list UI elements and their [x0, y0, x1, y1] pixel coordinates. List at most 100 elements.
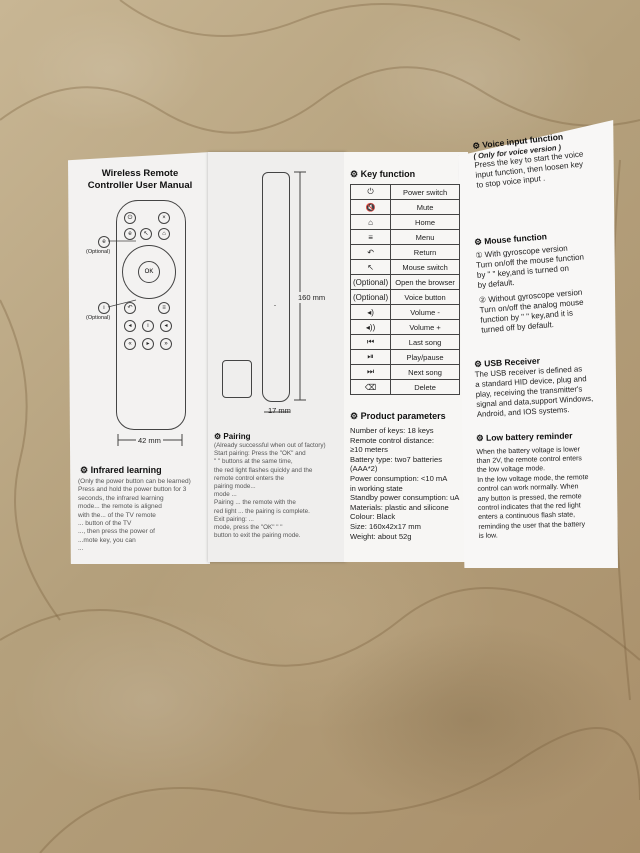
manual-panel-side-view [208, 152, 346, 562]
return-icon: ↶ [124, 302, 136, 314]
key-label: Mute [390, 199, 460, 215]
param-line: in working state [350, 483, 403, 493]
key-row: ◂)Volume - [349, 304, 460, 320]
key-label: Volume + [390, 319, 460, 335]
manual-panel-remote-diagram [68, 152, 210, 564]
param-line: Weight: about 52g [350, 531, 412, 541]
key-icon: ↖ [349, 259, 392, 275]
usb-receiver-drawing [222, 360, 252, 398]
remote-side-drawing [262, 172, 290, 402]
ir-line: ..., then press the power of [78, 528, 155, 536]
depth-dimension: 17 mm [268, 406, 291, 415]
ir-line: Press and hold the power button for 3 [78, 486, 187, 494]
height-dimension: 160 mm [298, 292, 326, 303]
key-row: ↖Mouse switch [349, 259, 460, 275]
manual-title-line-2: Controller User Manual [87, 180, 193, 191]
param-line: Battery type: two7 batteries [350, 454, 443, 464]
product-parameters-list: Number of keys: 18 keys Remote control d… [350, 426, 464, 541]
home-icon: ⌂ [158, 228, 170, 240]
product-parameters-heading: ⚙ Product parameters [350, 411, 446, 421]
key-row: ≡Menu [349, 229, 460, 245]
param-line: Materials: plastic and silicone [350, 502, 449, 512]
low-battery-heading-text: Low battery reminder [485, 430, 573, 443]
pairing-line: pairing mode... [214, 483, 256, 491]
manual-panel-functions [458, 120, 618, 568]
param-line: Remote control distance: [350, 435, 434, 445]
key-label: Home [390, 214, 460, 230]
pairing-line: the red light flashes quickly and the [214, 466, 313, 474]
param-line: (AAA*2) [350, 464, 378, 474]
pairing-line: Pairing ... the remote with the [214, 499, 296, 507]
param-line: ≥10 meters [350, 445, 388, 455]
mouse-icon: ↖ [140, 228, 152, 240]
key-icon: ◂)) [349, 319, 392, 335]
volume-up-icon: ◂ [160, 320, 172, 332]
key-icon: ↶ [349, 244, 392, 260]
infrared-learning-text: (Only the power button can be learned) P… [78, 478, 204, 554]
key-row: ◂))Volume + [349, 319, 460, 335]
previous-track-icon: « [124, 338, 136, 350]
key-icon: ⏻ [349, 184, 392, 200]
pairing-line: remote control enters the [214, 474, 285, 482]
volume-down-icon: ◂ [124, 320, 136, 332]
usb-receiver-text: The USB receiver is defined as a standar… [474, 362, 616, 419]
manual-title: Wireless Remote Controller User Manual [80, 168, 200, 192]
pairing-line: Exit pairing: ... [214, 515, 254, 523]
key-icon: ≡ [349, 229, 392, 245]
key-icon: ⌂ [349, 214, 392, 230]
ir-line: seconds, the infrared learning [78, 494, 164, 502]
key-label: Voice button [390, 289, 460, 305]
key-icon: ⌫ [349, 379, 392, 395]
param-line: Power consumption: <10 mA [350, 473, 448, 483]
product-parameters-heading-text: Product parameters [360, 411, 446, 421]
param-line: Size: 160x42x17 mm [350, 521, 421, 531]
param-line: Standby power consumption: uA [350, 493, 460, 503]
key-label: Volume - [390, 304, 460, 320]
key-icon: ◂) [349, 304, 392, 320]
key-icon: (Optional) [349, 289, 392, 305]
pairing-text: (Already successful when out of factory)… [214, 442, 344, 540]
key-label: Next song [390, 364, 460, 380]
optional-label-voice: (Optional) [86, 315, 111, 321]
pairing-line: Start pairing: Press the "OK" and [214, 450, 306, 458]
low-battery-section: ⚙ Low battery reminder When the battery … [476, 430, 617, 541]
pairing-line: mode ... [214, 491, 237, 499]
key-function-heading: ⚙ Key function [350, 169, 416, 179]
param-line: Number of keys: 18 keys [350, 426, 434, 435]
param-line: Colour: Black [350, 512, 396, 522]
key-label: Mouse switch [390, 259, 460, 275]
pairing-heading-text: Pairing [223, 432, 251, 441]
key-label: Last song [390, 334, 460, 350]
infrared-learning-heading: ⚙ Infrared learning [80, 465, 162, 475]
ir-line: with the... of the TV remote [78, 511, 156, 519]
pairing-line: (Already successful when out of factory) [214, 442, 326, 449]
pairing-line: red light ... the pairing is complete. [214, 507, 310, 515]
key-label: Play/pause [390, 349, 460, 365]
ir-line: ...mote key, you can [78, 536, 136, 544]
key-icon: 🔇 [349, 199, 392, 215]
pairing-heading: ⚙ Pairing [214, 432, 251, 441]
pairing-line: button to exit the pairing mode. [214, 532, 301, 540]
voice-callout-icon: ı [98, 302, 110, 314]
key-icon: ⏯ [349, 349, 392, 365]
mouse-function-text-1: ① With gyroscope version Turn on/off the… [475, 239, 618, 290]
key-label: Delete [390, 379, 460, 395]
key-icon: ⏭ [349, 364, 392, 380]
menu-icon: ≡ [158, 302, 170, 314]
low-battery-heading: ⚙ Low battery reminder [475, 430, 573, 443]
ok-button-drawing: OK [138, 261, 160, 283]
key-row: ⏻Power switch [349, 184, 460, 200]
mute-icon: × [158, 212, 170, 224]
low-battery-text: When the battery voltage is lower than 2… [476, 444, 616, 542]
key-row: ⌂Home [349, 214, 460, 230]
optional-label-browser: (Optional) [86, 249, 111, 255]
ir-line: mode... the remote is aligned [78, 503, 162, 511]
key-row: (Optional)Voice button [349, 289, 460, 305]
key-icon: ⏮ [349, 334, 392, 350]
key-function-heading-text: Key function [360, 169, 416, 179]
next-track-icon: » [160, 338, 172, 350]
width-dimension: 42 mm [136, 436, 163, 445]
key-row: ↶Return [349, 244, 460, 260]
